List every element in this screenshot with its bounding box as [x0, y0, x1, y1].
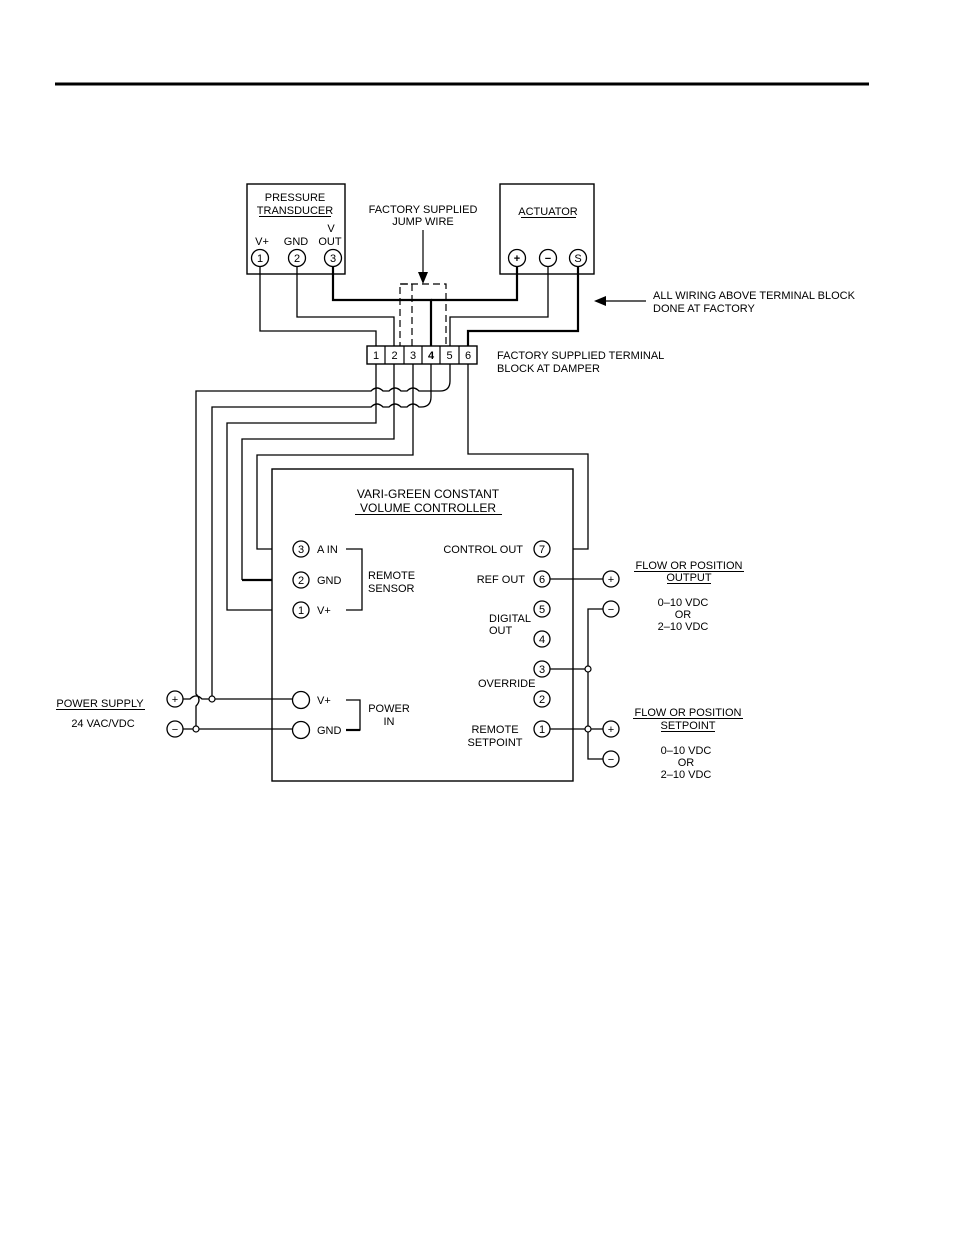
terminal-block-label-1: FACTORY SUPPLIED TERMINAL [497, 350, 664, 362]
output-wiring [550, 578, 603, 760]
sensor-terminal-1: 1 [298, 605, 304, 617]
actuator-pin-s: S [574, 253, 581, 265]
flow-setpoint-range1: 0–10 VDC [661, 745, 712, 757]
flow-position-output: + − FLOW OR POSITION OUTPUT 0–10 VDC OR … [602, 560, 744, 633]
out-terminal-4: 4 [539, 634, 545, 646]
flow-output-range2: 2–10 VDC [658, 621, 709, 633]
transducer-pin-1: 1 [257, 253, 263, 265]
power-in-1: POWER [368, 703, 410, 715]
flow-output-title-1: FLOW OR POSITION [636, 560, 743, 572]
arrow-down-icon [418, 272, 428, 284]
transducer-pin-label-vplus: V+ [255, 236, 269, 248]
factory-wiring-note: ALL WIRING ABOVE TERMINAL BLOCK DONE AT … [594, 290, 856, 315]
arrow-left-icon [594, 296, 606, 306]
flow-output-title-2: OUTPUT [666, 572, 712, 584]
transducer-title-2: TRANSDUCER [257, 205, 333, 217]
jump-wire-label: FACTORY SUPPLIED JUMP WIRE [369, 204, 478, 284]
flow-position-setpoint: + − FLOW OR POSITION SETPOINT 0–10 VDC O… [602, 707, 743, 781]
jump-wire-label-1: FACTORY SUPPLIED [369, 204, 478, 216]
label-override: OVERRIDE [478, 678, 535, 690]
flow-setpoint-title-1: FLOW OR POSITION [635, 707, 742, 719]
controller: VARI-GREEN CONSTANT VOLUME CONTROLLER 3 … [271, 468, 574, 782]
out-terminal-3: 3 [539, 664, 545, 676]
transducer-pin-label-out: OUT [318, 236, 342, 248]
out-terminal-5: 5 [539, 604, 545, 616]
out-terminal-6: 6 [539, 574, 545, 586]
power-supply-title: POWER SUPPLY [56, 698, 144, 710]
remote-sensor-1: REMOTE [368, 570, 415, 582]
supply-minus-icon: − [172, 724, 178, 736]
flow-setpoint-range2: 2–10 VDC [661, 769, 712, 781]
power-supply-rating: 24 VAC/VDC [71, 718, 134, 730]
transducer-pin-2: 2 [294, 253, 300, 265]
label-remote-setpoint-2: SETPOINT [467, 737, 522, 749]
power-supply: POWER SUPPLY 24 VAC/VDC + − [56, 690, 292, 738]
jump-wire-label-2: JUMP WIRE [392, 216, 454, 228]
label-control-out: CONTROL OUT [443, 544, 523, 556]
flow-setpoint-or: OR [678, 757, 695, 769]
remote-sensor-2: SENSOR [368, 583, 415, 595]
terminal-5: 5 [446, 350, 452, 362]
terminal-block: 1 2 3 4 5 6 FACTORY SUPPLIED TERMINAL BL… [366, 345, 664, 375]
terminal-6: 6 [465, 350, 471, 362]
sensor-label-vplus: V+ [317, 605, 331, 617]
flow-setpoint-title-2: SETPOINT [660, 720, 715, 732]
output-minus-icon: − [608, 604, 614, 616]
terminal-3: 3 [410, 350, 416, 362]
label-digital-out-1: DIGITAL [489, 613, 531, 625]
power-label-gnd: GND [317, 725, 342, 737]
label-ref-out: REF OUT [477, 574, 526, 586]
power-label-vplus: V+ [317, 695, 331, 707]
factory-note-1: ALL WIRING ABOVE TERMINAL BLOCK [653, 290, 856, 302]
flow-output-or: OR [675, 609, 692, 621]
transducer-pin-label-gnd: GND [284, 236, 309, 248]
actuator: ACTUATOR + − S [499, 183, 595, 275]
setpoint-plus-icon: + [608, 724, 614, 736]
setpoint-minus-icon: − [608, 754, 614, 766]
sensor-terminal-3: 3 [298, 544, 304, 556]
transducer-pin-3: 3 [330, 253, 336, 265]
sensor-label-gnd: GND [317, 575, 342, 587]
actuator-pin-minus: − [545, 253, 551, 265]
controller-title-1: VARI-GREEN CONSTANT [357, 487, 500, 501]
transducer-pin-label-v: V [327, 223, 335, 235]
output-plus-icon: + [608, 574, 614, 586]
label-digital-out-2: OUT [489, 625, 513, 637]
actuator-title: ACTUATOR [518, 206, 578, 218]
out-terminal-2: 2 [539, 694, 545, 706]
terminal-block-label-2: BLOCK AT DAMPER [497, 363, 600, 375]
supply-plus-icon: + [172, 694, 178, 706]
field-wiring [195, 364, 589, 730]
controller-title-2: VOLUME CONTROLLER [360, 501, 496, 515]
sensor-label-ain: A IN [317, 544, 338, 556]
terminal-1: 1 [373, 350, 379, 362]
terminal-2: 2 [391, 350, 397, 362]
out-terminal-7: 7 [539, 544, 545, 556]
sensor-terminal-2: 2 [298, 575, 304, 587]
factory-wiring [259, 266, 580, 346]
out-terminal-1: 1 [539, 724, 545, 736]
pressure-transducer: PRESSURE TRANSDUCER V+ GND V OUT 1 2 3 [246, 183, 346, 275]
actuator-pin-plus: + [514, 253, 520, 265]
terminal-4: 4 [428, 350, 435, 362]
label-remote-setpoint-1: REMOTE [471, 724, 518, 736]
power-in-2: IN [384, 716, 395, 728]
factory-note-2: DONE AT FACTORY [653, 303, 756, 315]
flow-output-range1: 0–10 VDC [658, 597, 709, 609]
transducer-title-1: PRESSURE [265, 192, 326, 204]
